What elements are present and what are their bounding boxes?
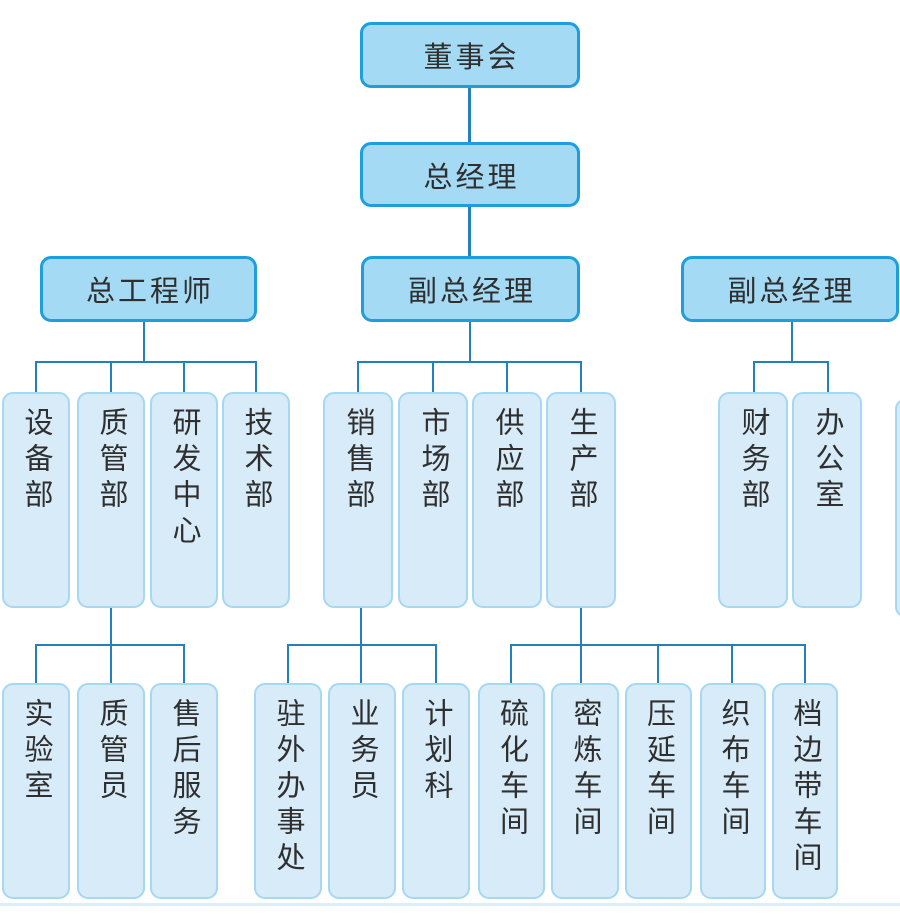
connector-sub2-drop-1 — [287, 644, 289, 683]
node-sub-qc-staff-label: 质管员 — [95, 698, 127, 806]
node-dept-marketing: 市场部 — [398, 392, 468, 608]
node-dept-supply-label: 供应部 — [491, 407, 523, 515]
node-dept-marketing-label: 市场部 — [417, 407, 449, 515]
node-board: 董事会 — [360, 22, 580, 88]
node-ws-weaving: 织布车间 — [700, 683, 766, 899]
node-sub-planning-section-label: 计划科 — [420, 698, 452, 806]
node-dept-sales-label: 销售部 — [342, 407, 374, 515]
connector-branch2-stem — [469, 322, 471, 362]
connector-sub2-drop-2 — [360, 644, 362, 683]
connector-branch1-drop-4 — [255, 361, 257, 392]
node-dept-technology: 技术部 — [222, 392, 290, 608]
connector-sub1-drop-2 — [110, 644, 112, 683]
connector-sub3-stem — [580, 608, 582, 646]
node-dept-equipment-label: 设备部 — [20, 407, 52, 515]
node-sub-laboratory-label: 实验室 — [20, 698, 52, 806]
node-deputy-gm-1-label: 副总经理 — [407, 276, 536, 308]
connector-branch3-stem — [791, 322, 793, 362]
node-ws-edge-band: 档边带车间 — [772, 683, 838, 899]
node-ws-vulcanization: 硫化车间 — [478, 683, 545, 899]
node-sub-salesmen: 业务员 — [328, 683, 396, 899]
node-dept-production: 生产部 — [546, 392, 616, 608]
node-sub-after-sales-label: 售后服务 — [168, 698, 200, 842]
node-dept-production-label: 生产部 — [565, 407, 597, 515]
node-dept-supply: 供应部 — [472, 392, 542, 608]
connector-sub3-drop-5 — [804, 644, 806, 683]
connector-branch2-drop-2 — [432, 361, 434, 392]
node-ws-calendering-label: 压延车间 — [642, 698, 675, 842]
connector-sub3-drop-1 — [510, 644, 512, 683]
node-deputy-gm-2-label: 副总经理 — [727, 276, 856, 308]
bottom-edge-line — [0, 903, 900, 906]
connector-sub1-drop-1 — [35, 644, 37, 683]
node-sub-laboratory: 实验室 — [2, 683, 70, 899]
cutoff-box-right-edge — [895, 399, 900, 617]
node-sub-after-sales: 售后服务 — [150, 683, 218, 899]
connector-gm-deputy — [468, 207, 471, 256]
node-sub-salesmen-label: 业务员 — [346, 698, 378, 806]
connector-branch1-drop-2 — [110, 361, 112, 392]
node-ws-mixing-label: 密炼车间 — [569, 698, 601, 842]
connector-branch3-drop-1 — [753, 361, 755, 392]
node-ws-mixing: 密炼车间 — [551, 683, 619, 899]
connector-branch1-drop-3 — [183, 361, 185, 392]
node-sub-field-offices-label: 驻外办事处 — [272, 698, 304, 878]
connector-branch3-bar — [753, 361, 829, 363]
connector-sub3-drop-3 — [657, 644, 659, 683]
node-ws-weaving-label: 织布车间 — [717, 698, 749, 842]
node-chief-engineer-label: 总工程师 — [85, 276, 214, 308]
connector-branch2-drop-3 — [506, 361, 508, 392]
connector-branch2-drop-4 — [580, 361, 582, 392]
node-dept-technology-label: 技术部 — [240, 407, 272, 515]
connector-branch1-drop-1 — [35, 361, 37, 392]
connector-sub2-stem — [360, 608, 362, 646]
node-sub-field-offices: 驻外办事处 — [254, 683, 322, 899]
node-deputy-gm-2: 副总经理 — [681, 256, 899, 322]
connector-sub3-drop-2 — [580, 644, 582, 683]
connector-sub1-drop-3 — [183, 644, 185, 683]
node-sub-planning-section: 计划科 — [402, 683, 470, 899]
node-dept-finance: 财务部 — [718, 392, 788, 608]
node-sub-qc-staff: 质管员 — [77, 683, 145, 899]
node-dept-quality-control-label: 质管部 — [95, 407, 127, 515]
connector-branch2-drop-1 — [357, 361, 359, 392]
node-dept-rd-center-label: 研发中心 — [168, 407, 200, 551]
node-ws-edge-band-label: 档边带车间 — [789, 698, 821, 878]
node-dept-finance-label: 财务部 — [737, 407, 769, 515]
connector-branch1-stem — [143, 322, 145, 362]
node-dept-office: 办公室 — [792, 392, 862, 608]
node-dept-equipment: 设备部 — [2, 392, 70, 608]
connector-sub2-drop-3 — [435, 644, 437, 683]
connector-branch3-drop-2 — [827, 361, 829, 392]
node-dept-office-label: 办公室 — [811, 407, 843, 515]
node-ws-calendering: 压延车间 — [625, 683, 692, 899]
node-general-manager: 总经理 — [360, 142, 580, 207]
node-deputy-gm-1: 副总经理 — [361, 256, 580, 322]
connector-branch2-bar — [357, 361, 582, 363]
node-ws-vulcanization-label: 硫化车间 — [495, 698, 528, 842]
connector-sub3-drop-4 — [731, 644, 733, 683]
node-dept-quality-control: 质管部 — [77, 392, 145, 608]
connector-board-gm — [468, 88, 471, 142]
node-general-manager-label: 总经理 — [423, 161, 520, 194]
node-dept-rd-center: 研发中心 — [150, 392, 218, 608]
connector-sub2-bar — [287, 644, 437, 646]
node-chief-engineer: 总工程师 — [40, 256, 257, 322]
node-board-label: 董事会 — [423, 42, 520, 74]
connector-branch1-bar — [35, 361, 257, 363]
node-dept-sales: 销售部 — [323, 392, 393, 608]
connector-sub1-stem — [110, 608, 112, 646]
